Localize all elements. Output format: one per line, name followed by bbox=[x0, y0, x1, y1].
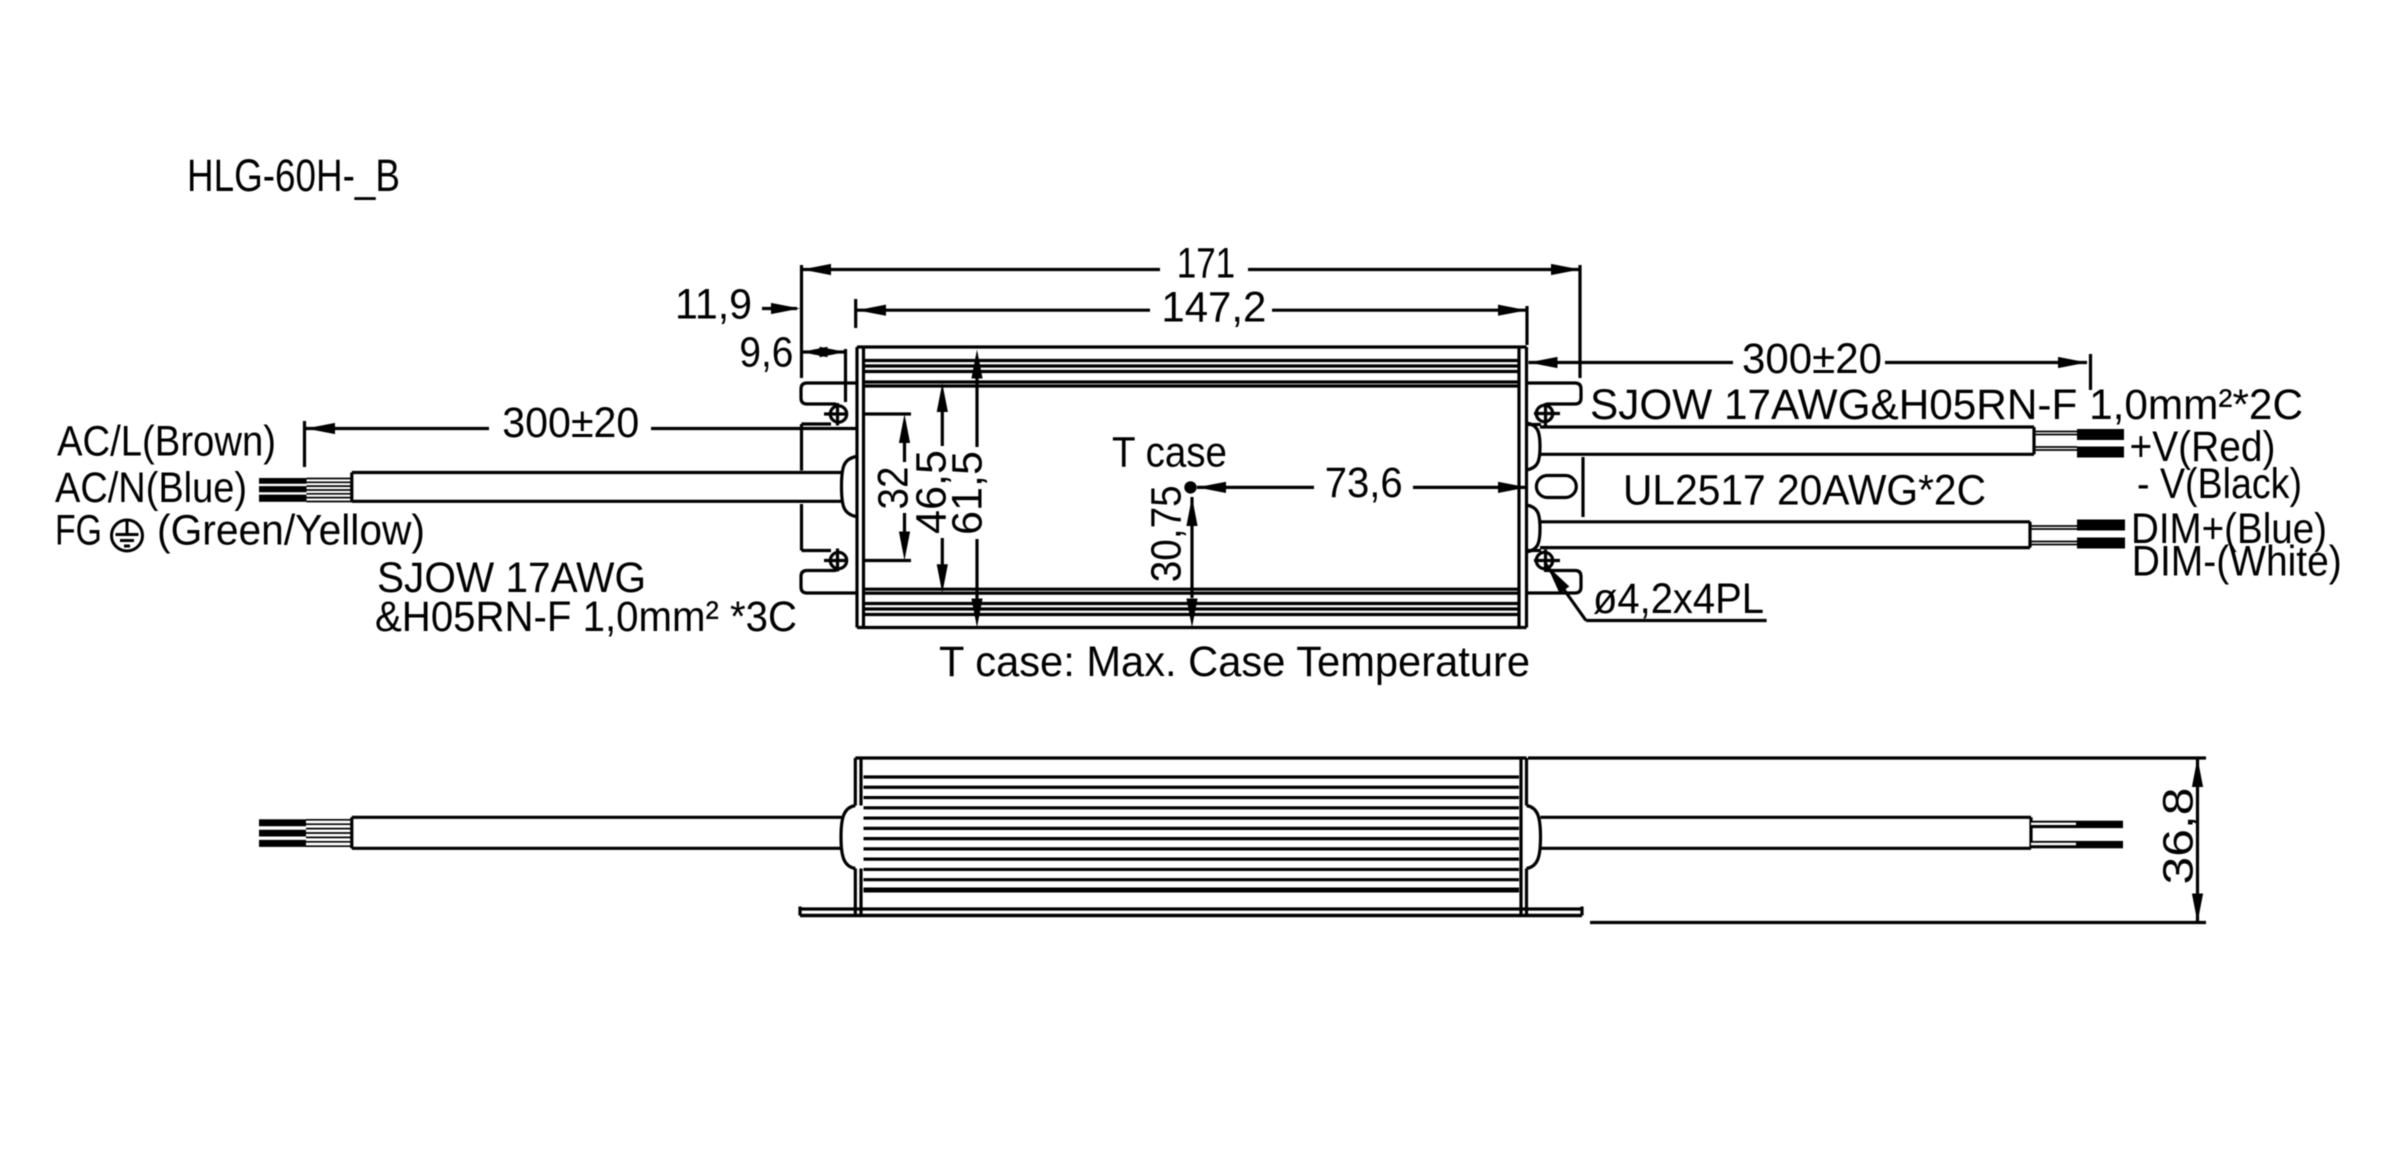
svg-text:(Green/Yellow): (Green/Yellow) bbox=[157, 507, 425, 555]
svg-text:61,5: 61,5 bbox=[944, 451, 992, 535]
svg-text:T case: Max. Case Temperature: T case: Max. Case Temperature bbox=[939, 638, 1530, 686]
svg-text:73,6: 73,6 bbox=[1325, 459, 1403, 507]
svg-text:147,2: 147,2 bbox=[1161, 284, 1266, 332]
svg-text:9,6: 9,6 bbox=[739, 329, 793, 377]
svg-text:+V(Red): +V(Red) bbox=[2130, 423, 2276, 471]
svg-text:46,5: 46,5 bbox=[908, 450, 956, 534]
svg-text:300±20: 300±20 bbox=[1742, 335, 1882, 383]
svg-text:30,75: 30,75 bbox=[1143, 485, 1191, 582]
svg-text:DIM-(White): DIM-(White) bbox=[2132, 538, 2342, 586]
svg-text:11,9: 11,9 bbox=[675, 281, 752, 329]
svg-text:&H05RN-F 1,0mm² *3C: &H05RN-F 1,0mm² *3C bbox=[375, 593, 797, 641]
svg-text:36,8: 36,8 bbox=[2155, 788, 2203, 885]
svg-text:32: 32 bbox=[870, 467, 918, 510]
svg-text:DIM+(Blue): DIM+(Blue) bbox=[2131, 505, 2327, 553]
svg-text:- V(Black): - V(Black) bbox=[2137, 460, 2302, 508]
svg-text:AC/N(Blue): AC/N(Blue) bbox=[55, 464, 247, 512]
svg-text:SJOW 17AWG&H05RN-F 1,0mm²*2C: SJOW 17AWG&H05RN-F 1,0mm²*2C bbox=[1590, 381, 2303, 429]
svg-text:171: 171 bbox=[1177, 239, 1236, 287]
svg-text:FG: FG bbox=[55, 507, 102, 555]
svg-text:HLG-60H-_B: HLG-60H-_B bbox=[187, 150, 400, 201]
svg-text:ø4,2x4PL: ø4,2x4PL bbox=[1593, 575, 1764, 623]
svg-text:T case: T case bbox=[1112, 429, 1227, 477]
svg-text:AC/L(Brown): AC/L(Brown) bbox=[57, 418, 276, 466]
svg-text:300±20: 300±20 bbox=[502, 399, 639, 447]
svg-text:UL2517 20AWG*2C: UL2517 20AWG*2C bbox=[1623, 467, 1986, 515]
svg-text:SJOW 17AWG: SJOW 17AWG bbox=[377, 554, 646, 602]
